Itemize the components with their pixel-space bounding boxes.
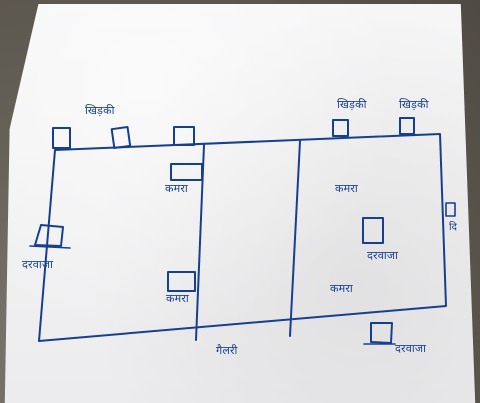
window-top-right-2-box <box>399 117 415 135</box>
label-door-bottom-right: दरवाजा <box>395 342 426 355</box>
bottom-right-door-frame <box>370 322 393 344</box>
left-door-baseline <box>29 245 71 249</box>
window-top-left-box <box>52 127 71 149</box>
label-room-left-lower: कमरा <box>166 292 189 305</box>
right-edge-mark-box <box>445 202 456 217</box>
room-left-lower-window <box>167 271 196 292</box>
label-room-right-lower: कमरा <box>330 282 353 295</box>
window-top-mid-box <box>173 126 195 146</box>
window-top-mid-left-box <box>110 125 132 150</box>
label-window-top-left: खिड़की <box>85 104 115 117</box>
window-top-right-1-box <box>332 119 349 137</box>
right-room-divider <box>289 140 301 337</box>
right-room-small-box <box>362 217 384 244</box>
label-room-right-upper: कमरा <box>335 182 358 195</box>
label-window-top-right-1: खिड़की <box>337 98 367 111</box>
outer-building-outline <box>38 133 447 342</box>
label-corridor: गैलरी <box>216 344 238 357</box>
label-door-left: दरवाजा <box>22 258 53 271</box>
label-edge-right-mark: दि <box>449 221 458 233</box>
left-door-frame <box>34 224 64 247</box>
label-door-right-inner: दरवाजा <box>367 249 398 262</box>
label-window-top-right-2: खिड़की <box>399 98 429 111</box>
room-left-upper-window <box>170 163 203 181</box>
label-room-left-upper: कमरा <box>165 182 188 195</box>
